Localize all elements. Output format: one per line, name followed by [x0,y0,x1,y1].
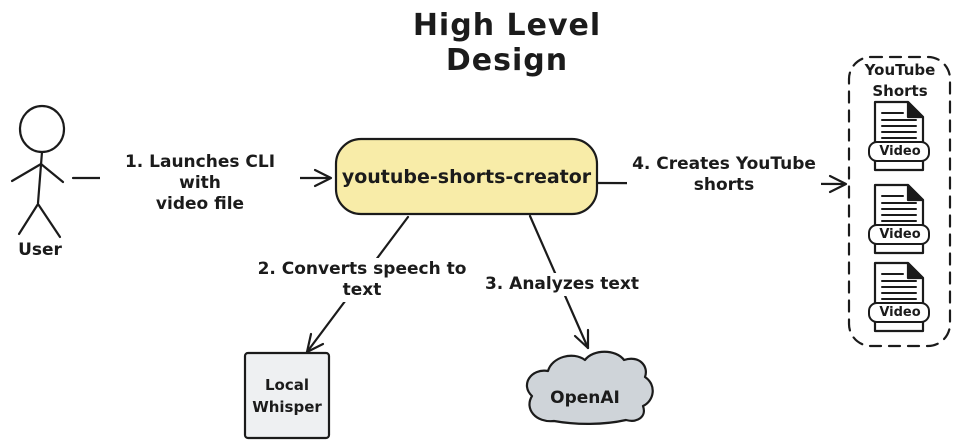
arrow-speech-label: 2. Converts speech to text [255,258,469,302]
arrow-create-label-line2: shorts [693,175,755,195]
whisper-label-line2: Whisper [252,397,322,416]
main-box-shape [334,137,599,216]
shorts-group-title: YouTube Shorts [850,60,950,102]
video-file-icon [868,261,930,333]
arrow-analyze-label: 3. Analyzes text [480,273,644,296]
diagram-title: High Level Design [412,8,602,78]
user-figure-icon [10,104,66,239]
video-file-icon [868,183,930,255]
user-legs [17,202,62,239]
video-banner-label: Video [879,144,921,159]
shorts-group-title-line2: Shorts [872,82,928,100]
user-arms [10,162,65,184]
whisper-box-shape [243,351,331,440]
shorts-group-border [847,55,952,348]
arrow-launch-label-line1: 1. Launches CLI with [124,152,276,193]
video-banner-label: Video [879,227,921,242]
arrow-speech-label-line2: text [342,280,382,300]
shorts-group-title-line1: YouTube [864,61,936,79]
video-file-icon [868,100,930,172]
arrow-launch-label: 1. Launches CLI with video file [100,151,300,216]
openai-cloud-shape [525,350,654,425]
arrow-speech-label-line1: 2. Converts speech to [257,259,467,279]
arrow-create-label-line1: 4. Creates YouTube [632,154,816,174]
user-body [36,150,44,205]
user-head [18,104,66,154]
whisper-label-line1: Local [264,375,310,394]
user-label: User [18,240,62,260]
main-box-label: youtube-shorts-creator [341,165,592,188]
arrow-create-label: 4. Creates YouTube shorts [627,153,821,197]
openai-cloud-label: OpenAI [550,388,620,408]
arrow-launch-label-line2: video file [155,194,245,214]
video-banner-label: Video [879,305,921,320]
whisper-box-label: Local Whisper [245,353,329,438]
